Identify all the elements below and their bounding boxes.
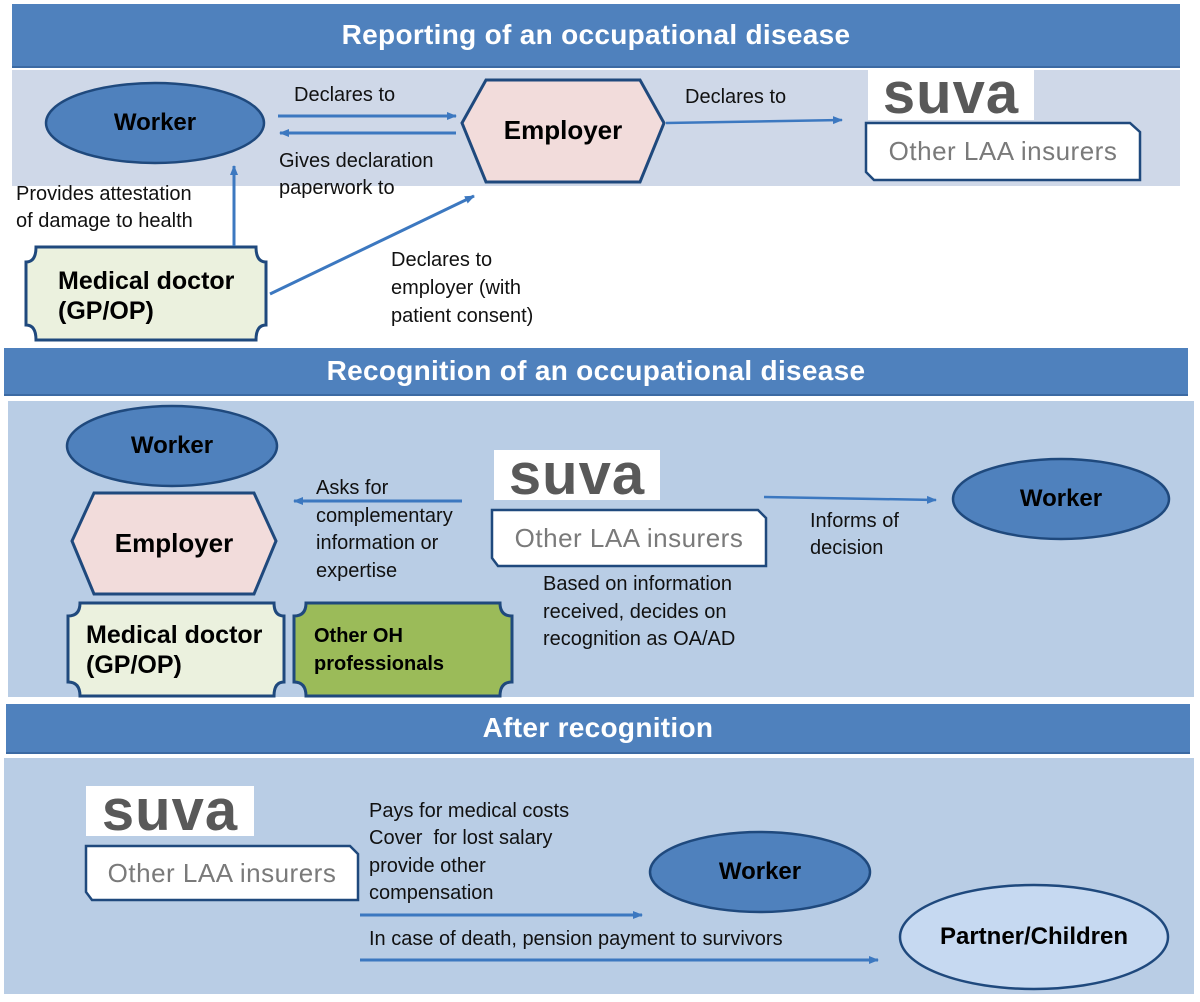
label-doctor-to-employer-1: Declares to [391, 249, 493, 271]
worker-node-shape [44, 81, 266, 165]
arrow-employer-to-insurer [665, 116, 843, 125]
section-banner-reporting: Reporting of an occupational disease [12, 4, 1180, 68]
partner-children-node: Partner/Children [939, 922, 1129, 950]
medical-doctor-recog-line2: (GP/OP) [86, 651, 182, 679]
worker-left-node: Worker [130, 431, 214, 459]
suva-logo-after: suva [86, 782, 254, 840]
label-informs-2: decision [810, 537, 884, 559]
medical-doctor-recog-node: Medical doctor (GP/OP) [74, 606, 288, 694]
label-doctor-to-employer-2: employer (with [391, 277, 522, 299]
worker-after-node-shape [648, 830, 872, 914]
employer-node: Employer [503, 115, 623, 146]
label-pays-1: Pays for medical costs [369, 800, 570, 822]
label-death-pension: In case of death, pension payment to sur… [369, 928, 783, 950]
label-decides-1: Based on information [543, 573, 733, 595]
medical-doctor-recog-node-shape [66, 601, 286, 698]
label-asks-4: expertise [316, 560, 398, 582]
medical-doctor-line2: (GP/OP) [58, 297, 154, 325]
suva-logo-recog: suva [494, 446, 660, 504]
other-oh-line1: Other OH [314, 625, 403, 647]
label-doctor-to-worker-2: of damage to health [16, 210, 193, 232]
label-decides-3: recognition as OA/AD [543, 628, 736, 650]
label-employer-to-worker-2: paperwork to [279, 177, 395, 199]
worker-left-node-shape [65, 404, 279, 488]
label-doctor-to-worker-1: Provides attestation [16, 183, 192, 205]
label-employer-to-worker-1: Gives declaration [279, 150, 434, 172]
worker-node: Worker [113, 108, 197, 136]
other-oh-node: Other OH professionals [300, 608, 510, 692]
other-insurers-box-shape [864, 121, 1142, 182]
suva-logo: suva [868, 65, 1034, 123]
label-informs-1: Informs of [810, 510, 899, 532]
label-pays-2: Cover for lost salary [369, 827, 553, 849]
arrow-insurer-informs-worker [763, 495, 937, 504]
label-asks-1: Asks for [316, 477, 389, 499]
worker-after-node: Worker [718, 857, 802, 885]
employer-recog-node: Employer [114, 527, 234, 558]
other-insurers-recog-box-shape [490, 508, 768, 568]
worker-right-node-shape [951, 457, 1171, 541]
employer-node-shape [460, 78, 666, 184]
arrow-doctor-to-employer [269, 194, 475, 296]
other-insurers-box: Other LAA insurers [888, 136, 1118, 166]
partner-children-node-shape [898, 883, 1170, 991]
other-insurers-after-box-shape [84, 844, 360, 902]
label-pays-4: compensation [369, 882, 494, 904]
medical-doctor-node-shape [24, 245, 268, 342]
label-decides-2: received, decides on [543, 601, 727, 623]
medical-doctor-node: Medical doctor (GP/OP) [46, 252, 266, 340]
section-banner-after: After recognition [6, 704, 1190, 754]
label-pays-3: provide other [369, 855, 486, 877]
label-doctor-to-employer-3: patient consent) [391, 305, 534, 327]
other-oh-node-shape [292, 601, 514, 698]
other-insurers-recog-box: Other LAA insurers [514, 522, 744, 553]
label-asks-3: information or [316, 532, 439, 554]
medical-doctor-line1: Medical doctor [58, 267, 235, 295]
label-employer-to-insurer: Declares to [685, 86, 787, 108]
label-worker-to-employer: Declares to [294, 84, 396, 106]
medical-doctor-recog-line1: Medical doctor [86, 621, 263, 649]
worker-right-node: Worker [1019, 484, 1103, 512]
other-oh-line2: professionals [314, 653, 445, 675]
label-asks-2: complementary [316, 505, 453, 527]
other-insurers-after-box: Other LAA insurers [107, 857, 337, 888]
employer-recog-node-shape [70, 491, 278, 596]
section-banner-recognition: Recognition of an occupational disease [4, 348, 1188, 396]
